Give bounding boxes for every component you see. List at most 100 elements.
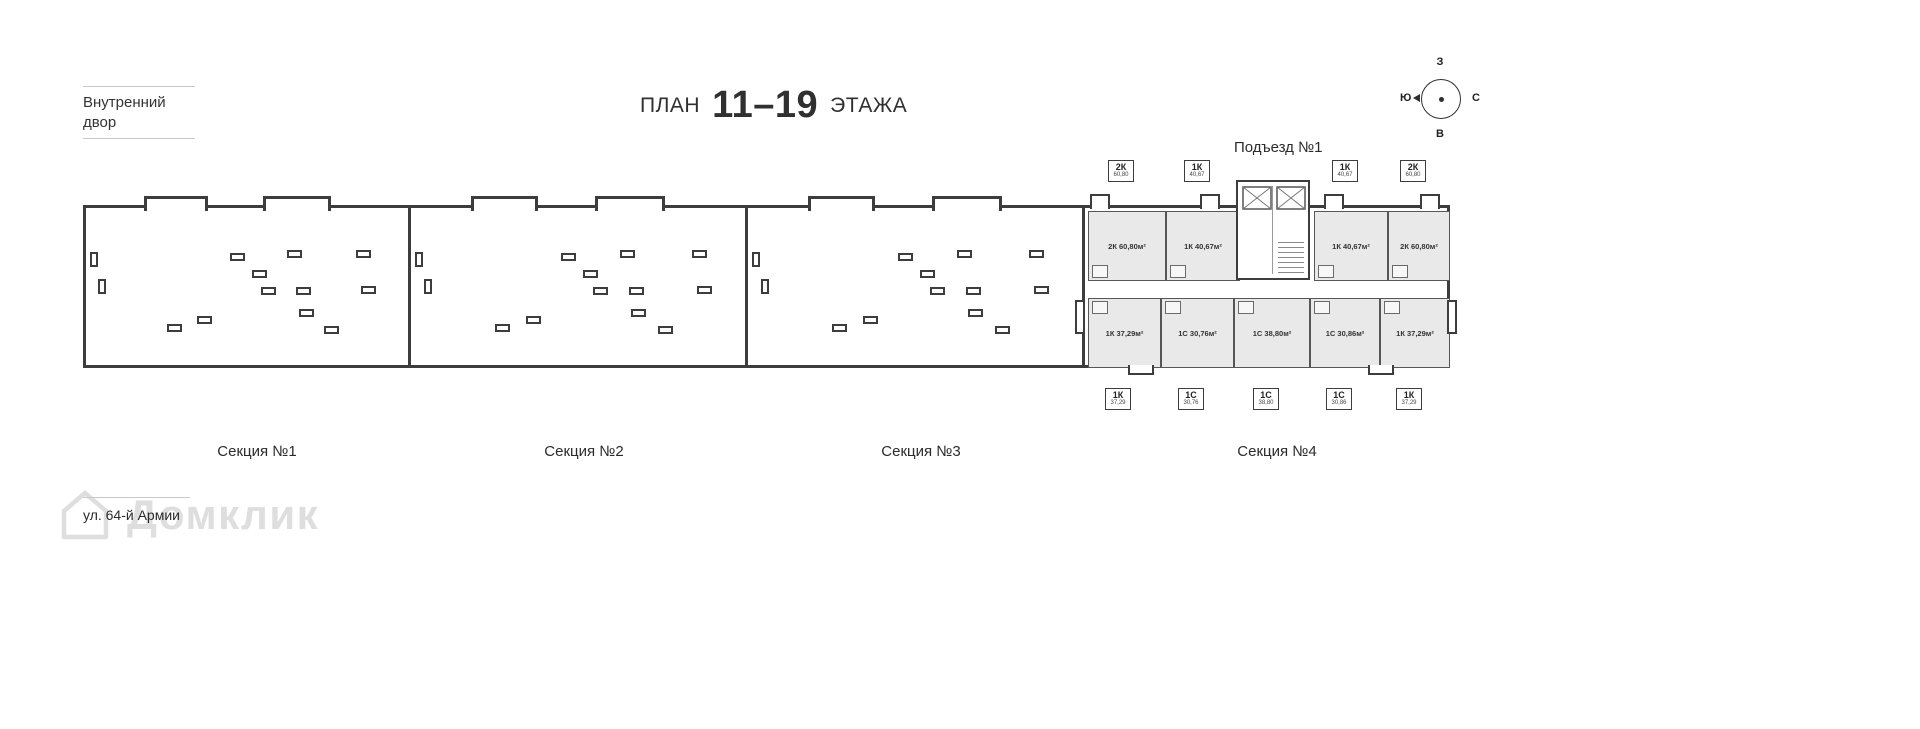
entrance-label: Подъезд №1 [1234, 139, 1323, 156]
bathroom [1318, 265, 1334, 278]
compass-rose-icon: З С Ю В [1398, 56, 1482, 140]
badge-type-label: 2К [1407, 162, 1419, 172]
badge-area-label: 40,67 [1189, 172, 1205, 179]
window-marker [696, 285, 712, 294]
roof-notch [1420, 194, 1440, 209]
window-marker [628, 287, 644, 296]
apartment-unit[interactable]: 1К 37,29м² [1380, 298, 1450, 368]
divider-line [83, 86, 195, 87]
apartment-label: 1К 37,29м² [1396, 328, 1434, 338]
apartment-unit[interactable]: 1К 40,67м² [1314, 211, 1388, 281]
section-4-caption: Секция №4 [1237, 443, 1317, 460]
window-marker [956, 250, 972, 259]
badge-type-label: 2К [1115, 162, 1127, 172]
section-4-outline: 2К 60,80м² 1К 40,67м² 1К 40,67м² 2К 60,80м²… [1082, 205, 1450, 368]
window-marker [593, 286, 609, 295]
courtyard-label-block: Внутренний двор [83, 86, 195, 139]
street-label-block: ул. 64-й Армии [83, 497, 190, 523]
compass-north: С [1472, 92, 1480, 104]
window-marker [251, 270, 267, 278]
page-title: ПЛАН 11–19 ЭТАЖА [640, 84, 907, 127]
section-1-outline[interactable] [83, 196, 411, 368]
apartment-unit[interactable]: 2К 60,80м² [1088, 211, 1166, 281]
roof-notch [1324, 194, 1344, 209]
watermark: Домклик [55, 485, 319, 545]
apartment-label: 1К 40,67м² [1184, 241, 1222, 251]
apartment-unit[interactable]: 1С 30,76м² [1161, 298, 1234, 368]
compass-east: В [1436, 128, 1444, 140]
compass-circle [1421, 79, 1461, 119]
window-marker [287, 250, 303, 259]
badge-area-label: 37,29 [1110, 400, 1126, 407]
window-marker [1033, 285, 1049, 294]
balcony [1447, 300, 1457, 334]
bathroom [1092, 301, 1108, 314]
window-marker [995, 325, 1011, 334]
apartment-unit[interactable]: 1С 30,86м² [1310, 298, 1380, 368]
window-marker [295, 287, 311, 296]
badge-area-label: 30,76 [1183, 400, 1199, 407]
window-marker [166, 324, 182, 333]
balcony [1075, 300, 1085, 334]
apartment-unit[interactable]: 1С 38,80м² [1234, 298, 1310, 368]
badge-area-label: 60,80 [1113, 172, 1129, 179]
window-marker [560, 252, 576, 261]
apartment-unit[interactable]: 1К 37,29м² [1088, 298, 1161, 368]
compass-south: Ю [1400, 92, 1412, 104]
roof-notch [1200, 194, 1220, 209]
compass-center-dot [1438, 96, 1444, 102]
apartment-unit[interactable]: 1К 40,67м² [1166, 211, 1240, 281]
badge-type-label: 1С [1333, 390, 1345, 400]
roof-notch [143, 196, 209, 211]
window-marker [658, 325, 674, 334]
window-marker [760, 279, 769, 295]
apartment-label: 2К 60,80м² [1108, 241, 1146, 251]
stair-elevator-core [1236, 180, 1310, 280]
apartments-layer: 2К 60,80м² 1К 40,67м² 1К 40,67м² 2К 60,80м²… [1088, 211, 1450, 368]
badge-type-label: 1С [1260, 390, 1272, 400]
apartment-label: 1С 30,76м² [1178, 328, 1217, 338]
street-label: ул. 64-й Армии [83, 507, 180, 523]
apartment-label: 1С 38,80м² [1252, 328, 1292, 338]
badge-area-label: 30,86 [1331, 400, 1347, 407]
window-marker [752, 251, 760, 267]
window-marker [89, 251, 98, 267]
bathroom [1392, 265, 1408, 278]
window-marker [423, 279, 432, 295]
section-3-caption: Секция №3 [881, 443, 961, 460]
window-marker [965, 287, 981, 296]
apartment-label: 2К 60,80м² [1400, 241, 1438, 251]
title-plan-word: ПЛАН [640, 93, 701, 117]
roof-notch [1090, 194, 1110, 209]
title-floor-range: 11–19 [712, 84, 819, 126]
bathroom [1165, 301, 1181, 314]
window-marker [831, 324, 847, 333]
bathroom [1314, 301, 1330, 314]
window-marker [526, 315, 542, 324]
badge-area-label: 40,67 [1337, 172, 1353, 179]
roof-notch [471, 196, 538, 211]
section-2-outline[interactable] [408, 196, 748, 368]
balcony [1128, 365, 1154, 375]
stairs-icon [1278, 242, 1304, 274]
window-marker [583, 270, 598, 278]
window-marker [930, 286, 946, 295]
bathroom [1384, 301, 1400, 314]
title-floor-word: ЭТАЖА [830, 93, 908, 117]
apartment-unit[interactable]: 2К 60,80м² [1388, 211, 1450, 281]
badge-type-label: 1К [1339, 162, 1351, 172]
section-3-outline[interactable] [745, 196, 1085, 368]
window-marker [968, 309, 984, 318]
window-marker [920, 270, 935, 278]
apartment-label: 1К 40,67м² [1332, 241, 1370, 251]
window-marker [1028, 250, 1044, 259]
roof-notch [594, 196, 665, 211]
roof-notch [263, 196, 331, 211]
window-marker [356, 250, 372, 259]
